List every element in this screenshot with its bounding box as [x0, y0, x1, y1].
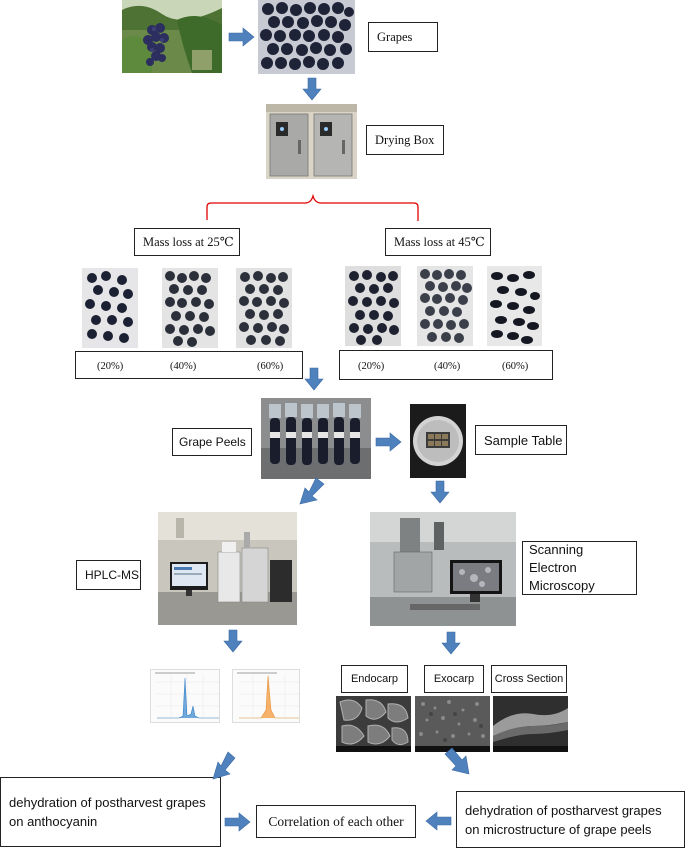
arrow-right-grapes	[228, 27, 255, 47]
pct-25c-20: (20%)	[97, 361, 124, 372]
correlation-label: Correlation of each other	[268, 813, 404, 829]
dried-grapes-45c-60-photo	[487, 266, 542, 346]
drying-box-label: Drying Box	[375, 132, 435, 147]
mass-loss-25-box: Mass loss at 25℃	[134, 228, 240, 256]
mass-loss-45-label: Mass loss at 45℃	[394, 235, 485, 249]
chromatogram-orange	[232, 669, 300, 723]
pct-45c-40: (40%)	[434, 361, 461, 372]
percent-box-45c	[339, 350, 553, 380]
mass-loss-45-box: Mass loss at 45℃	[385, 228, 491, 256]
arrow-down-to-chromatograms	[223, 629, 243, 653]
dried-grapes-25c-60-photo	[236, 268, 292, 348]
result-microstructure-label: dehydration of postharvest grapes on mic…	[465, 802, 662, 837]
arrow-right-to-correlation	[224, 812, 251, 832]
cross-section-label-box: Cross Section	[491, 665, 567, 693]
sem-instrument-photo	[370, 512, 516, 626]
grapes-label: Grapes	[377, 29, 413, 44]
sem-label-box: Scanning Electron Microscopy	[522, 541, 637, 595]
sample-table-label: Sample Table	[484, 432, 563, 448]
cross-section-micrograph	[493, 696, 568, 752]
arrow-down-to-micrographs	[441, 631, 461, 655]
endocarp-micrograph	[336, 696, 411, 752]
result-anthocyanin-label: dehydration of postharvest grapes on ant…	[9, 795, 206, 829]
correlation-box: Correlation of each other	[256, 805, 416, 838]
grape-peels-label: Grape Peels	[179, 435, 246, 449]
arrow-right-sample-table	[375, 432, 402, 452]
mass-loss-25-label: Mass loss at 25℃	[143, 235, 234, 249]
percent-box-25c	[75, 351, 303, 379]
arrow-down-to-peels	[304, 367, 324, 391]
pct-45c-60: (60%)	[502, 361, 529, 372]
split-brace	[206, 193, 419, 221]
chromatogram-blue	[150, 669, 220, 723]
grape-peels-label-box: Grape Peels	[172, 428, 252, 456]
grape-vine-photo	[122, 0, 222, 73]
pct-45c-20: (20%)	[358, 361, 385, 372]
dried-grapes-45c-20-photo	[345, 266, 401, 346]
exocarp-label-box: Exocarp	[424, 665, 484, 693]
hplc-ms-label: HPLC-MS	[85, 568, 140, 582]
pct-25c-40: (40%)	[170, 361, 197, 372]
endocarp-label: Endocarp	[350, 673, 399, 685]
sample-table-label-box: Sample Table	[475, 425, 567, 455]
result-anthocyanin-box: dehydration of postharvest grapes on ant…	[0, 777, 221, 847]
hplc-ms-instrument-photo	[158, 512, 297, 625]
endocarp-label-box: Endocarp	[341, 665, 408, 693]
result-microstructure-box: dehydration of postharvest grapes on mic…	[456, 791, 685, 848]
dried-grapes-45c-40-photo	[417, 266, 473, 346]
harvested-grapes-photo	[258, 0, 355, 74]
arrow-to-result-left	[212, 751, 236, 780]
dried-grapes-25c-20-photo	[82, 268, 138, 348]
grapes-label-box: Grapes	[368, 22, 438, 52]
arrow-to-result-right	[444, 747, 470, 775]
hplc-ms-label-box: HPLC-MS	[76, 560, 141, 590]
dried-grapes-25c-40-photo	[162, 268, 218, 348]
arrow-down-to-sem	[430, 480, 450, 504]
sample-table-photo	[410, 404, 466, 478]
arrow-down-to-drying	[302, 77, 322, 101]
cross-section-label: Cross Section	[494, 673, 564, 685]
sem-label: Scanning Electron Microscopy	[529, 542, 595, 593]
drying-box-photo	[266, 104, 357, 179]
arrow-peels-to-hplc	[299, 477, 325, 505]
exocarp-label: Exocarp	[433, 673, 475, 685]
pct-25c-60: (60%)	[257, 361, 284, 372]
grape-peels-tubes-photo	[261, 398, 371, 479]
drying-box-label-box: Drying Box	[366, 125, 444, 155]
arrow-left-to-correlation	[425, 811, 452, 831]
